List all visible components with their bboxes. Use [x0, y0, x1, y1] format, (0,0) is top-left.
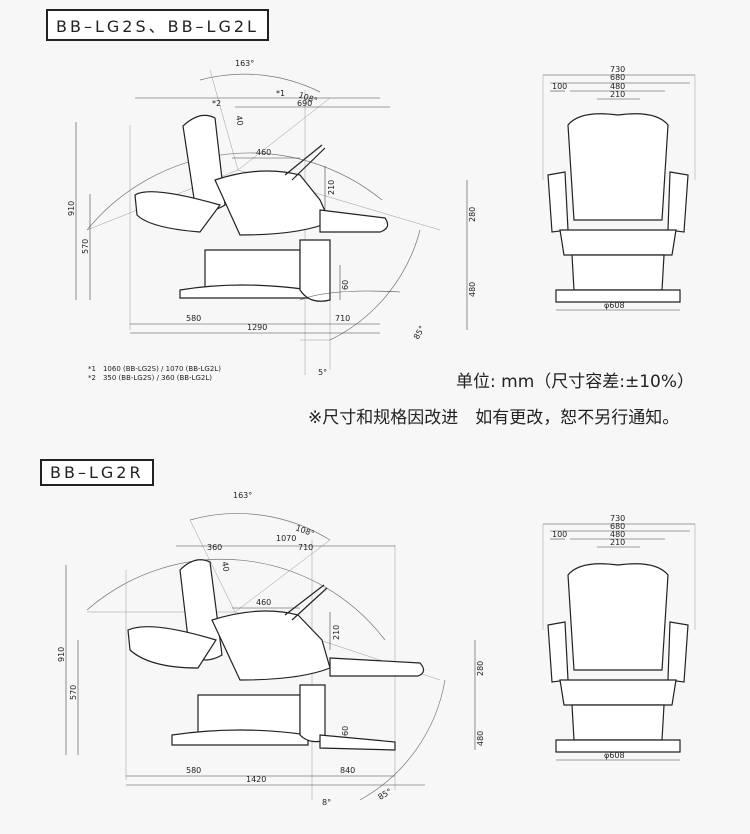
dim-480: 480	[468, 282, 477, 297]
unit-note: 单位: mm（尺寸容差:±10%）	[456, 372, 695, 392]
dim-40: 40	[234, 115, 245, 127]
b-dim-840: 840	[340, 766, 355, 775]
b-front-dim-608: φ608	[604, 751, 625, 760]
b-dim-710: 710	[298, 543, 313, 552]
b-front-dim-680: 680	[610, 522, 625, 531]
dim-star1: *1	[276, 89, 285, 98]
b-dim-210: 210	[332, 625, 341, 640]
b-dim-280: 280	[476, 661, 485, 676]
b-dim-angle-108: 108°	[294, 523, 315, 538]
dim-1290: 1290	[247, 323, 267, 332]
b-dim-910: 910	[57, 647, 66, 662]
front-dim-608: φ608	[604, 301, 625, 310]
front-dim-100: 100	[552, 82, 567, 91]
dim-280: 280	[468, 207, 477, 222]
b-dim-580: 580	[186, 766, 201, 775]
front-dim-730: 730	[610, 65, 625, 74]
dim-460: 460	[256, 148, 271, 157]
b-dim-40: 40	[220, 561, 231, 573]
b-dim-angle-85: 85°	[377, 787, 394, 802]
dim-angle-5: 5°	[318, 368, 327, 377]
dim-angle-163: 163°	[235, 59, 254, 68]
b-dim-360: 360	[207, 543, 222, 552]
dim-210: 210	[327, 180, 336, 195]
front-dim-210: 210	[610, 90, 625, 99]
b-dim-60: 60	[341, 726, 350, 736]
footnote-1: *1 1060 (BB-LG2S) / 1070 (BB-LG2L)	[88, 365, 221, 373]
side-view-bottom: 163° 108° 360 1070 710 40 460 210 910 57…	[57, 491, 485, 807]
b-front-dim-730: 730	[610, 514, 625, 523]
dim-angle-85: 85°	[412, 324, 427, 341]
dim-60: 60	[341, 280, 350, 290]
b-dim-angle-163: 163°	[233, 491, 252, 500]
model-label-top: BB–LG2S、BB–LG2L	[46, 9, 269, 41]
b-front-dim-100: 100	[552, 530, 567, 539]
dim-710: 710	[335, 314, 350, 323]
b-dim-480: 480	[476, 731, 485, 746]
dim-570: 570	[81, 239, 90, 254]
front-view-bottom: 730 680 100 480 210 φ608	[542, 514, 696, 761]
model-label-bottom: BB–LG2R	[40, 459, 154, 486]
change-note: ※尺寸和规格因改进 如有更改，恕不另行通知。	[308, 408, 680, 428]
front-view-top: 730 680 100 480 210 φ608	[542, 65, 696, 311]
b-dim-1420: 1420	[246, 775, 266, 784]
dim-580: 580	[186, 314, 201, 323]
dim-star2: *2	[212, 99, 221, 108]
dim-690: 690	[297, 99, 312, 108]
side-view-top: 163° 108° *2 *1 690 40 460 210 910 570 2…	[67, 59, 477, 377]
front-dim-480: 480	[610, 82, 625, 91]
dim-910: 910	[67, 201, 76, 216]
front-dim-680: 680	[610, 73, 625, 82]
b-dim-460: 460	[256, 598, 271, 607]
b-dim-570: 570	[69, 685, 78, 700]
b-front-dim-210: 210	[610, 538, 625, 547]
b-dim-1070: 1070	[276, 534, 296, 543]
footnote-2: *2 350 (BB-LG2S) / 360 (BB-LG2L)	[88, 374, 213, 382]
b-front-dim-480: 480	[610, 530, 625, 539]
b-dim-angle-8: 8°	[322, 798, 331, 807]
